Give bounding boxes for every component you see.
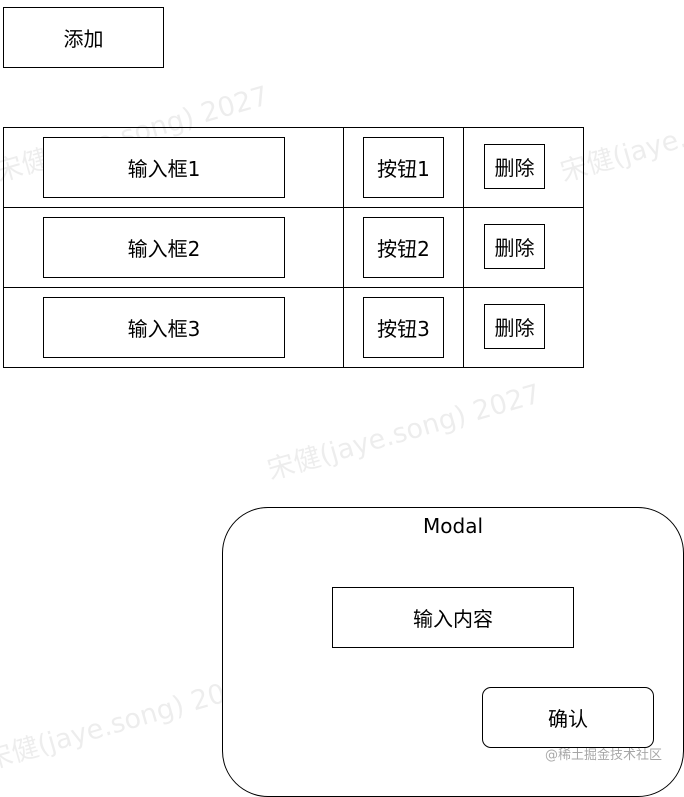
table-divider bbox=[4, 207, 583, 208]
table-divider bbox=[463, 128, 464, 367]
modal-dialog: Modal 输入内容 确认 bbox=[222, 507, 684, 797]
row-action-button[interactable]: 按钮3 bbox=[363, 297, 444, 358]
add-button[interactable]: 添加 bbox=[3, 7, 164, 68]
item-table: 输入框1 按钮1 删除 输入框2 按钮2 删除 输入框3 按钮3 删除 bbox=[3, 127, 584, 368]
row-delete-button[interactable]: 删除 bbox=[484, 224, 545, 269]
row-delete-button[interactable]: 删除 bbox=[484, 304, 545, 349]
credit-watermark: @稀土掘金技术社区 bbox=[544, 748, 662, 763]
row-input-field[interactable]: 输入框3 bbox=[43, 297, 285, 358]
modal-input-field[interactable]: 输入内容 bbox=[332, 587, 574, 648]
table-divider bbox=[4, 287, 583, 288]
row-delete-button[interactable]: 删除 bbox=[484, 144, 545, 189]
row-action-button[interactable]: 按钮1 bbox=[363, 137, 444, 198]
confirm-button[interactable]: 确认 bbox=[482, 687, 654, 748]
row-input-field[interactable]: 输入框1 bbox=[43, 137, 285, 198]
table-divider bbox=[343, 128, 344, 367]
row-input-field[interactable]: 输入框2 bbox=[43, 217, 285, 278]
row-action-button[interactable]: 按钮2 bbox=[363, 217, 444, 278]
watermark: 宋健(jaye.song) 2027 bbox=[264, 378, 545, 487]
modal-title: Modal bbox=[423, 514, 483, 538]
